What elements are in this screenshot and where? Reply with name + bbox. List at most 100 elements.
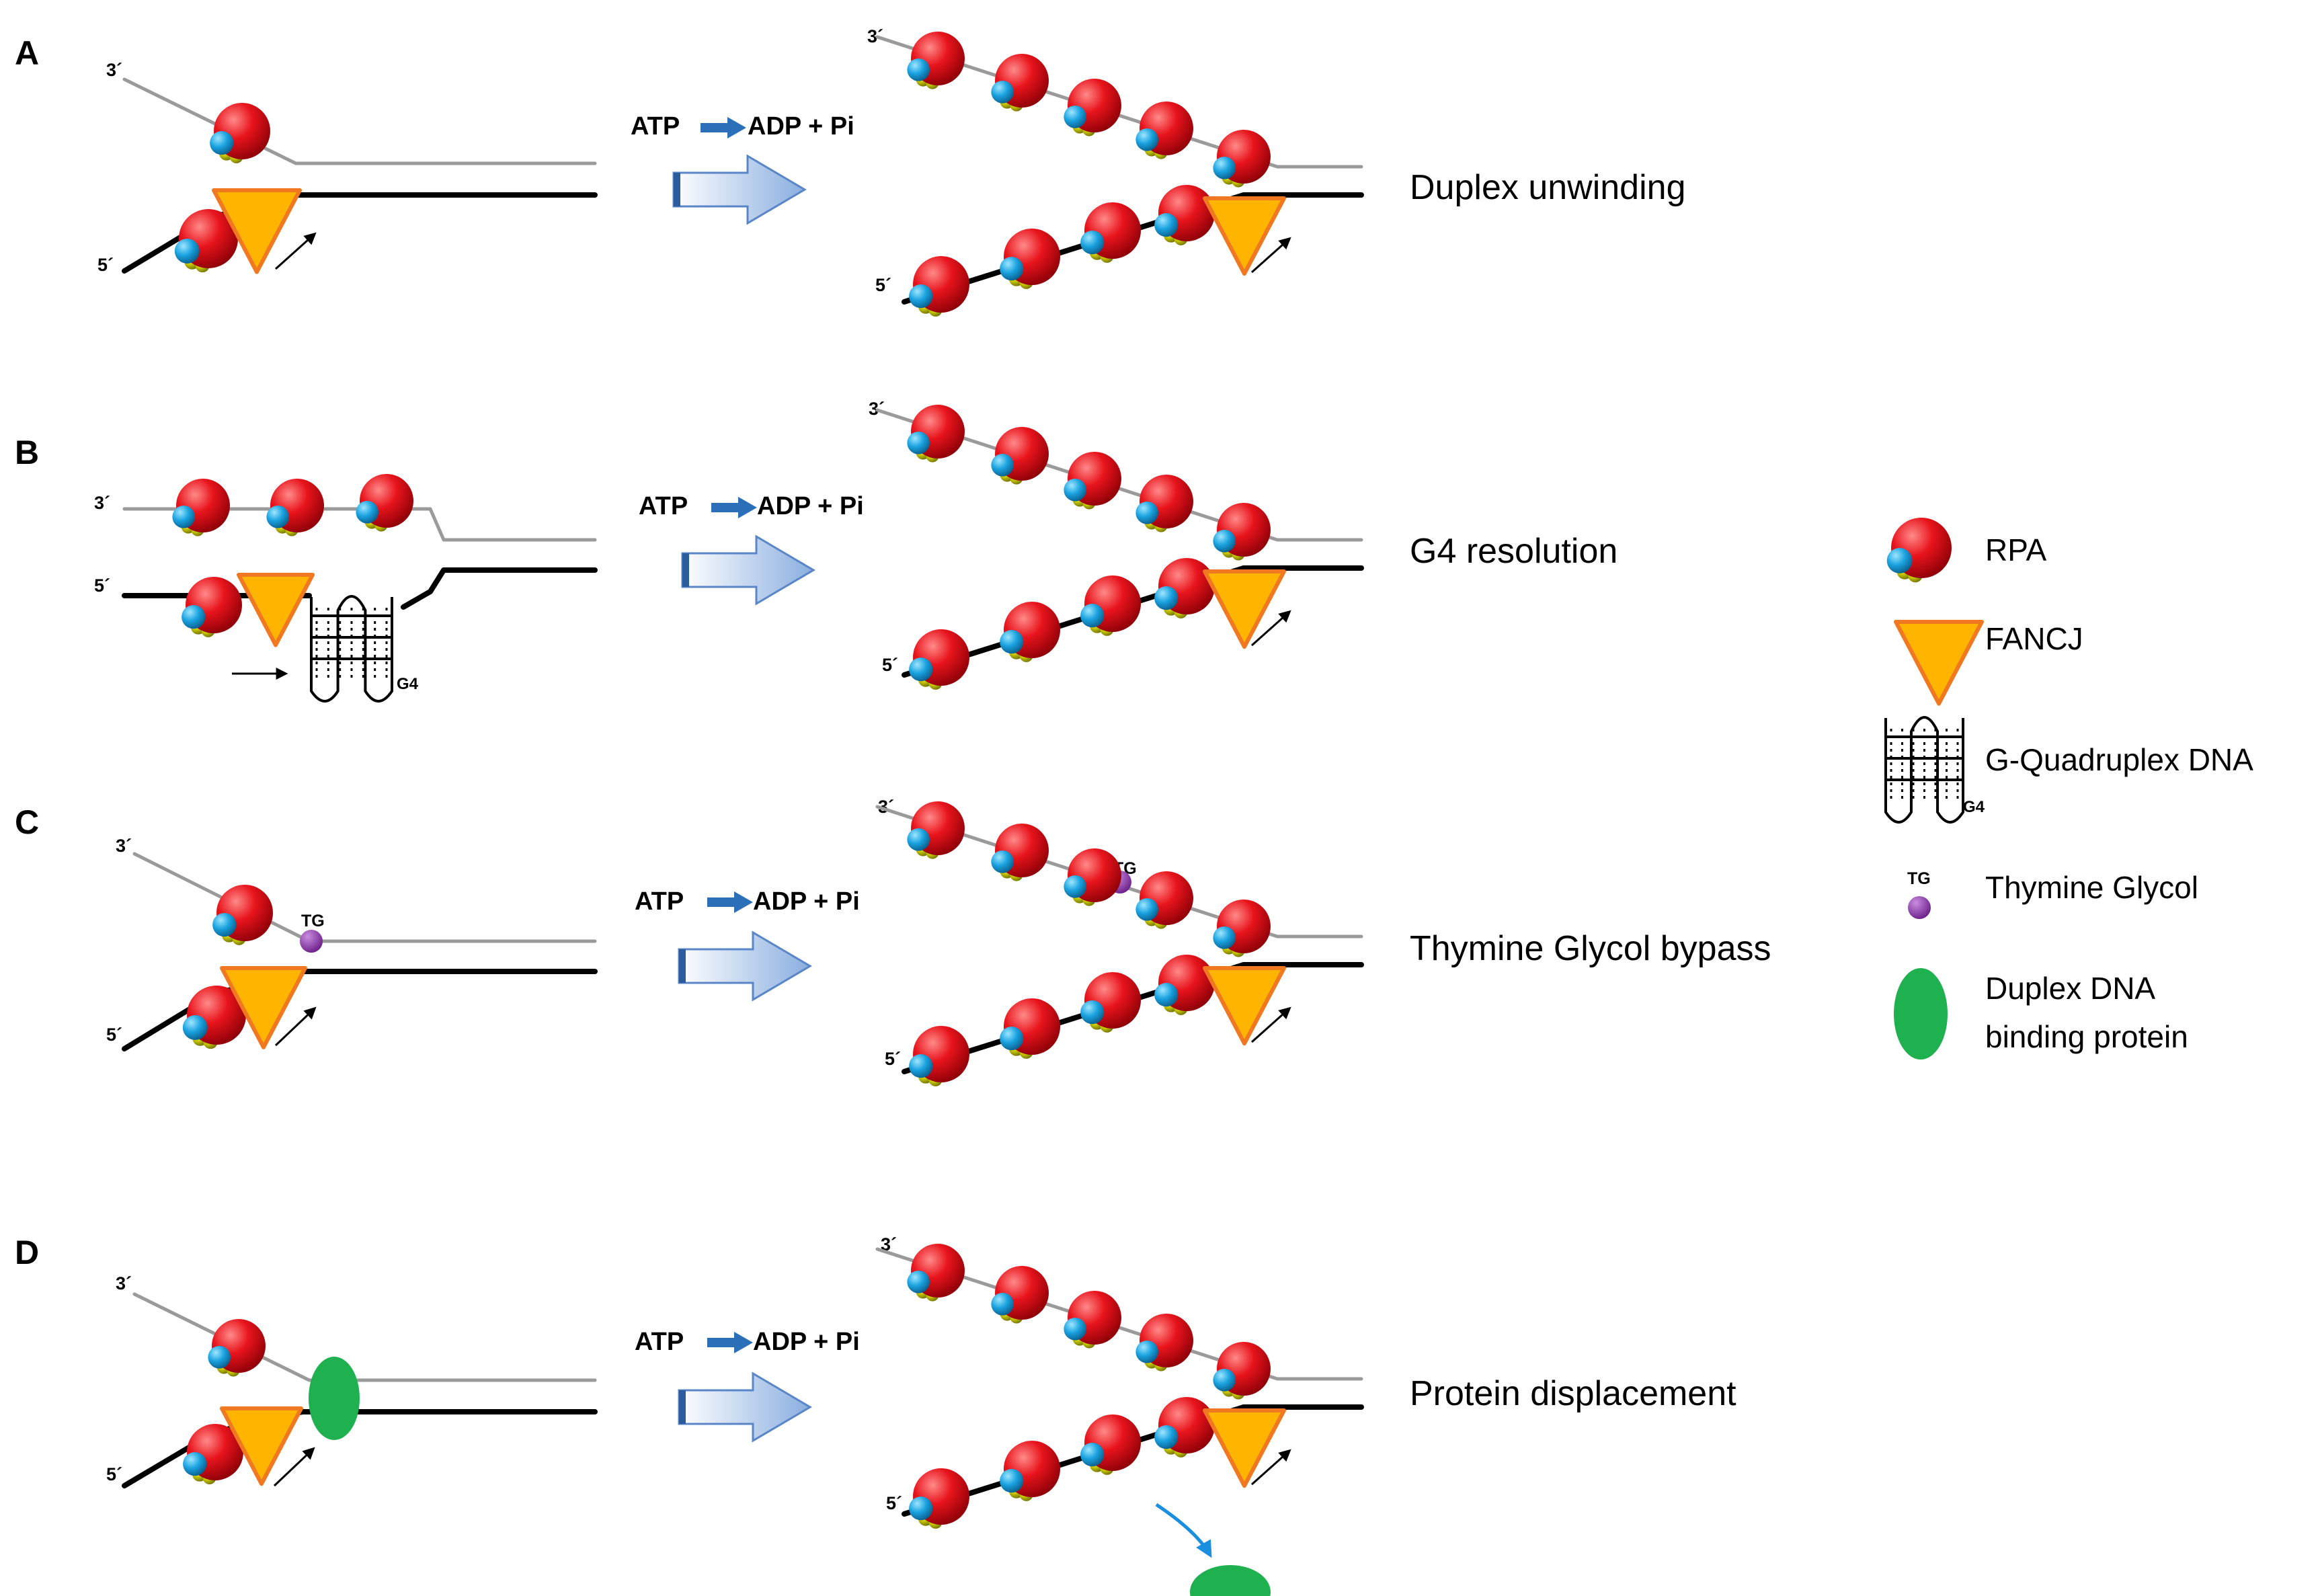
- rpa-blue-subunit: [1080, 1443, 1105, 1467]
- thymine-glycol-template: [300, 930, 323, 953]
- rpa-blue-subunit: [1000, 257, 1024, 281]
- reaction-arrow: [681, 534, 815, 606]
- adp-pi-label-b: ADP + Pi: [757, 492, 864, 520]
- legend-g4-label: G-Quadruplex DNA: [1985, 742, 2253, 777]
- reaction-arrow-base: [679, 949, 686, 983]
- rpa-protein: [1154, 558, 1215, 619]
- caption-duplex-unwinding: Duplex unwinding: [1410, 168, 1686, 207]
- g4-strand-path: [1884, 716, 1964, 824]
- five-prime-label-d-right: 5´: [886, 1493, 902, 1513]
- rpa-blue-subunit: [208, 1346, 231, 1369]
- rpa-protein: [210, 103, 270, 163]
- legend-rpa-label: RPA: [1985, 532, 2046, 567]
- rpa-protein: [174, 209, 238, 273]
- three-prime-label-a-right: 3´: [867, 26, 883, 46]
- rpa-protein: [907, 801, 965, 859]
- rpa-protein: [183, 1424, 243, 1484]
- fancj-helicase: [1203, 569, 1286, 649]
- atp-label-d: ATP: [635, 1328, 684, 1356]
- rpa-blue-subunit: [909, 657, 933, 682]
- rpa-blue-subunit: [991, 850, 1014, 873]
- rpa-protein: [1080, 972, 1141, 1033]
- legend-fancj-label: FANCJ: [1985, 621, 2083, 656]
- rpa-blue-subunit: [1154, 213, 1178, 237]
- dna-strands-layer: [122, 35, 1364, 1517]
- rpa-protein: [1154, 1397, 1215, 1458]
- atp-label-a: ATP: [631, 112, 680, 141]
- displaced-protein: [1190, 1565, 1271, 1596]
- legend-duplex-protein-line1: Duplex DNA: [1985, 971, 2155, 1006]
- rpa-protein: [1213, 130, 1271, 188]
- rpa-blue-subunit: [212, 913, 237, 937]
- five-prime-label-a-right: 5´: [875, 275, 891, 295]
- rpa-protein: [1080, 575, 1141, 636]
- rpa-blue-subunit: [907, 1271, 930, 1293]
- fancj-direction-arrow: [274, 1006, 317, 1047]
- g4-label-panel-b: G4: [397, 675, 419, 693]
- proteins-layer: [172, 32, 1984, 1596]
- rpa-blue-subunit: [172, 506, 196, 528]
- rpa-protein: [1064, 452, 1121, 510]
- three-prime-label-c-left: 3´: [116, 836, 132, 856]
- legend-duplex-protein-icon: [1894, 968, 1948, 1060]
- rpa-protein: [1080, 202, 1141, 263]
- rpa-blue-subunit: [1213, 157, 1236, 179]
- fancj-helicase: [1203, 966, 1286, 1046]
- rpa-protein: [1135, 475, 1193, 532]
- atp-label-c: ATP: [635, 887, 684, 916]
- rpa-blue-subunit: [1080, 604, 1105, 628]
- rpa-blue-subunit: [1154, 983, 1178, 1007]
- rpa-blue-subunit: [1064, 479, 1086, 502]
- atp-hydrolysis-arrow: [707, 891, 753, 913]
- rpa-blue-subunit: [183, 1452, 207, 1476]
- tg-label-left: TG: [301, 912, 325, 930]
- reaction-arrow: [672, 154, 807, 225]
- three-prime-label-d-left: 3´: [116, 1273, 132, 1293]
- rpa-blue-subunit: [1135, 128, 1158, 151]
- three-prime-label-b-left: 3´: [94, 493, 110, 513]
- reaction-arrow-base: [674, 173, 680, 206]
- legend-duplex-protein-line2: binding protein: [1985, 1019, 2188, 1054]
- reaction-arrow-base: [679, 1390, 686, 1424]
- adp-pi-label-c: ADP + Pi: [753, 887, 860, 916]
- atp-label-b: ATP: [639, 492, 688, 520]
- rpa-protein: [1000, 229, 1060, 289]
- rpa-blue-subunit: [1135, 502, 1158, 524]
- caption-thymine-glycol-bypass: Thymine Glycol bypass: [1410, 929, 1771, 968]
- fancj-direction-arrow: [1251, 1449, 1291, 1486]
- fancj-direction-arrow: [1251, 1006, 1291, 1043]
- reaction-arrow-base: [682, 553, 689, 587]
- rpa-protein: [991, 427, 1049, 485]
- rpa-blue-subunit: [1064, 875, 1086, 898]
- rpa-blue-subunit: [991, 454, 1014, 477]
- panel-letter-a: A: [15, 34, 39, 72]
- rpa-blue-subunit: [266, 506, 290, 528]
- rpa-protein: [1000, 1441, 1060, 1501]
- adp-pi-label-a: ADP + Pi: [748, 112, 854, 141]
- rpa-blue-subunit: [356, 501, 378, 524]
- rpa-blue-subunit: [1000, 630, 1024, 654]
- caption-g4-resolution: G4 resolution: [1410, 532, 1617, 571]
- rpa-blue-subunit: [1064, 106, 1086, 128]
- legend-g4-tag: G4: [1963, 798, 1985, 816]
- fancj-helicase: [220, 966, 307, 1049]
- fancj-helicase: [1203, 1408, 1286, 1488]
- legend-thymine-glycol-icon: [1908, 896, 1931, 919]
- atp-hydrolysis-arrow: [701, 117, 746, 138]
- rpa-protein: [991, 824, 1049, 881]
- rpa-protein: [1135, 1314, 1193, 1371]
- rpa-blue-subunit: [1000, 1469, 1024, 1493]
- rpa-protein: [182, 986, 246, 1049]
- rpa-protein: [1080, 1414, 1141, 1475]
- rpa-protein: [991, 1266, 1049, 1324]
- extras-layer: [232, 117, 1964, 1558]
- rpa-protein: [212, 885, 273, 945]
- rpa-protein: [1064, 79, 1121, 136]
- five-prime-label-b-right: 5´: [882, 655, 898, 675]
- rpa-blue-subunit: [909, 1054, 933, 1078]
- rpa-protein: [1135, 871, 1193, 929]
- template-top-strand: [132, 1292, 597, 1382]
- rpa-protein: [172, 479, 230, 536]
- rpa-blue-subunit: [1213, 926, 1236, 949]
- rpa-protein: [1064, 848, 1121, 906]
